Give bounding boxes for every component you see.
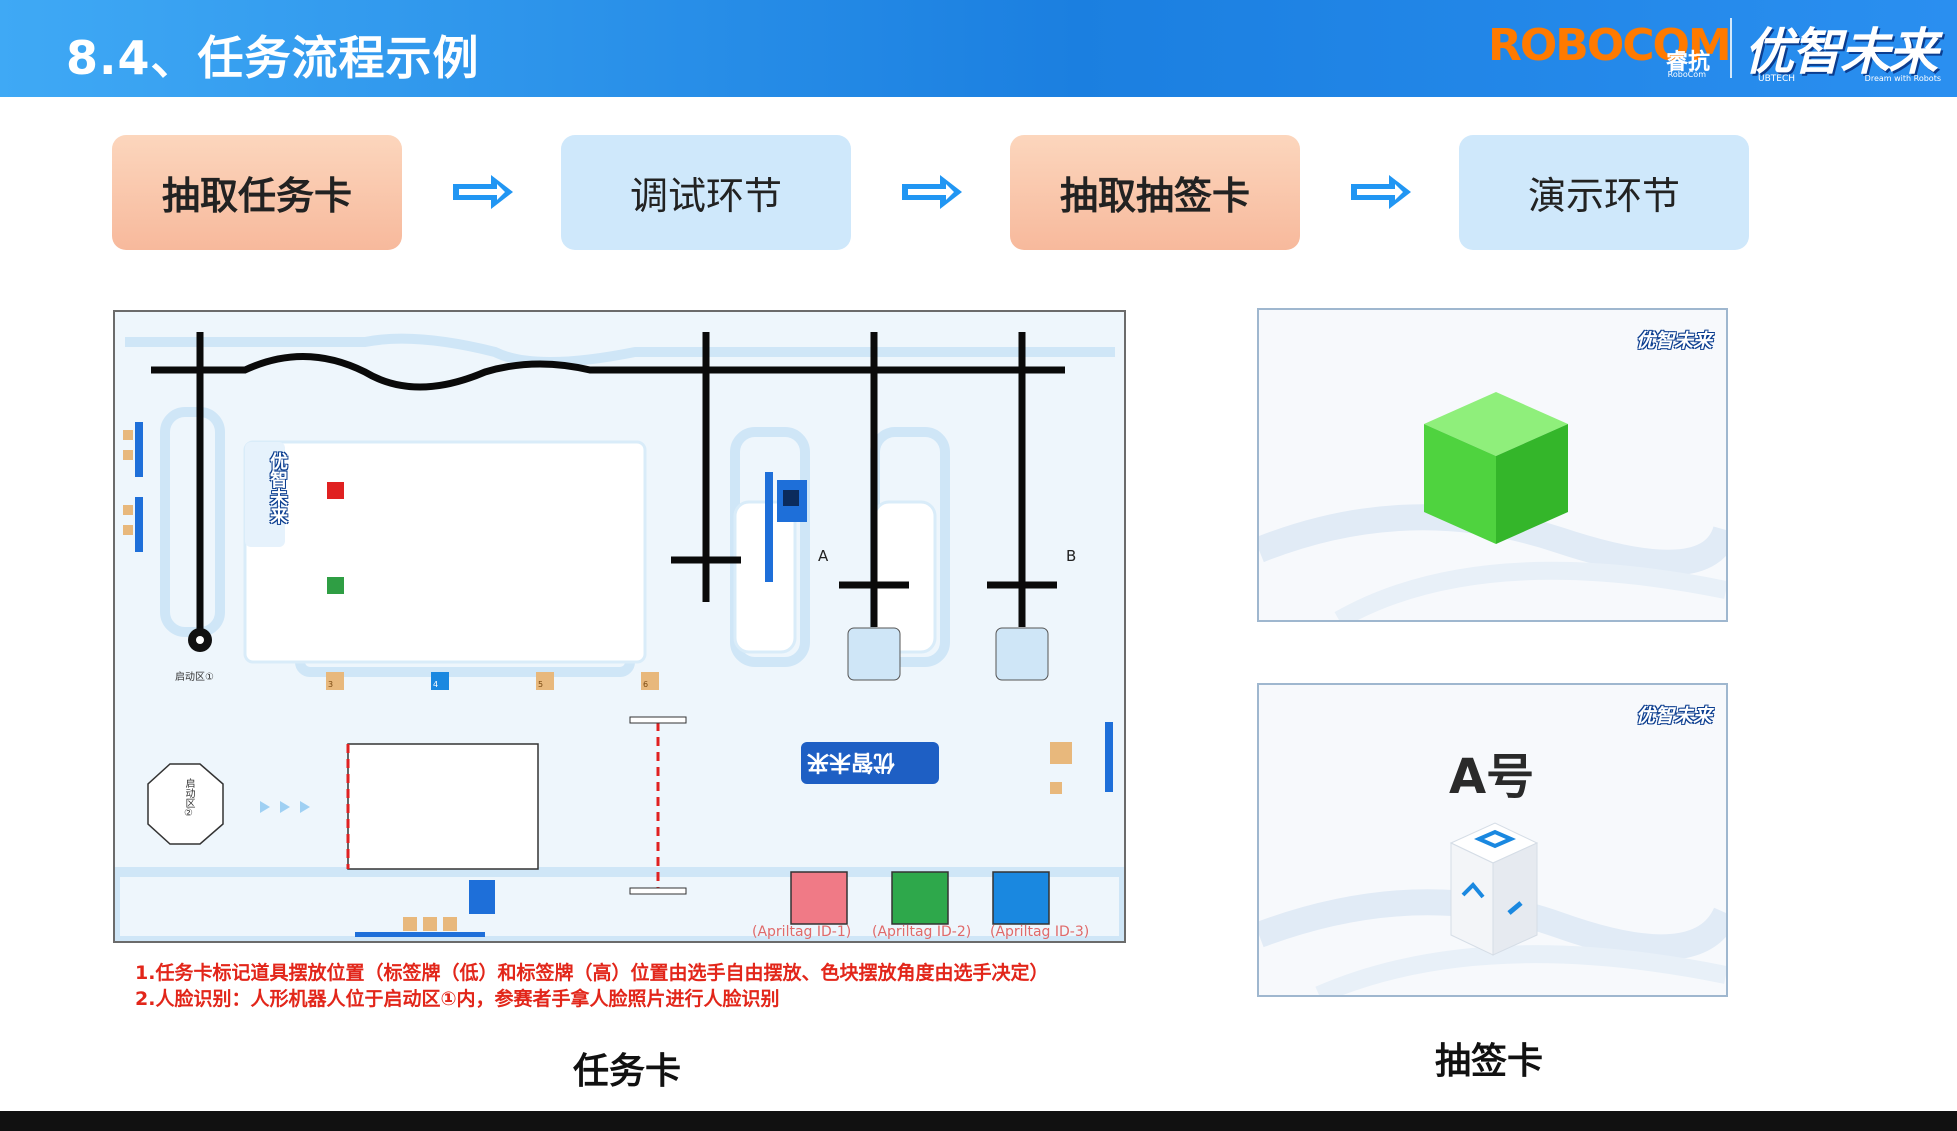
- step-demo: 演示环节: [1459, 135, 1749, 250]
- field-map-graphic: [115, 332, 1124, 941]
- slide-title: 8.4、任务流程示例: [66, 31, 480, 85]
- double-right-arrow-icon: [453, 175, 513, 209]
- green-cube-icon: [1424, 392, 1568, 544]
- robocom-wordmark: ROBOCOM: [1488, 20, 1732, 71]
- note-1: 1.任务卡标记道具摆放位置（标签牌（低）和标签牌（高）位置由选手自由摆放、色块摆…: [135, 962, 1049, 984]
- brand-en-right: Dream with Robots: [1864, 74, 1941, 83]
- marker-a: A: [818, 547, 829, 565]
- robocom-logo: ROBOCOM 睿抗 RoboCom: [1488, 18, 1732, 80]
- card-background: [1259, 504, 1726, 620]
- bottom-bar: [0, 1111, 1957, 1131]
- header-divider: [1730, 18, 1732, 78]
- card-a-label: A号: [1449, 749, 1535, 805]
- brand-en-left: UBTECH: [1758, 74, 1795, 84]
- task-notes: 1.任务卡标记道具摆放位置（标签牌（低）和标签牌（高）位置由选手自由摆放、色块摆…: [135, 960, 1048, 1012]
- marker-b: B: [1066, 547, 1077, 565]
- slot-number: 6: [643, 680, 649, 689]
- start-zone-1-label: 启动区①: [175, 672, 214, 683]
- apriltag-label-2: (Apriltag ID-2): [872, 924, 972, 940]
- map-brand-label-bottom: 优智未来: [807, 749, 896, 774]
- note-2: 2.人脸识别：人形机器人位于启动区①内，参赛者手拿人脸照片进行人脸识别: [135, 988, 780, 1010]
- card-logo: 优智未来: [1635, 705, 1712, 727]
- step-draw-lottery-card: 抽取抽签卡: [1010, 135, 1300, 250]
- caption-task-card: 任务卡: [573, 1051, 682, 1092]
- robocom-sub: 睿抗: [1665, 50, 1710, 75]
- caption-lottery-card: 抽签卡: [1435, 1041, 1544, 1082]
- robocom-tiny: RoboCom: [1667, 70, 1706, 79]
- brand-name: 优智未来: [1744, 23, 1938, 81]
- brand-logo: 优智未来 UBTECH Dream with Robots: [1744, 12, 1949, 84]
- start-zone-2-label: 启动区②: [183, 778, 194, 819]
- step-draw-task-card: 抽取任务卡: [112, 135, 402, 250]
- double-right-arrow-icon: [1351, 175, 1411, 209]
- task-card-map: 优智未来 优智未来 启动区① 启动区② A B 3 4 5 6 (Aprilta…: [113, 310, 1126, 943]
- white-block-icon: [1449, 822, 1539, 956]
- step-debug: 调试环节: [561, 135, 851, 250]
- cube-card: 优智未来: [1257, 308, 1728, 622]
- apriltag-label-3: (Apriltag ID-3): [990, 924, 1090, 940]
- double-right-arrow-icon: [902, 175, 962, 209]
- slot-number: 5: [538, 680, 544, 689]
- card-background: [1259, 889, 1726, 995]
- label-card: 优智未来 A号: [1257, 683, 1728, 997]
- slot-number: 4: [433, 680, 439, 689]
- apriltag-label-1: (Apriltag ID-1): [752, 924, 852, 940]
- map-brand-label: 优智未来: [267, 452, 288, 524]
- header-bar: 8.4、任务流程示例 ROBOCOM 睿抗 RoboCom 优智未来 UBTEC…: [0, 0, 1957, 97]
- slot-number: 3: [328, 680, 334, 689]
- card-logo: 优智未来: [1635, 330, 1712, 352]
